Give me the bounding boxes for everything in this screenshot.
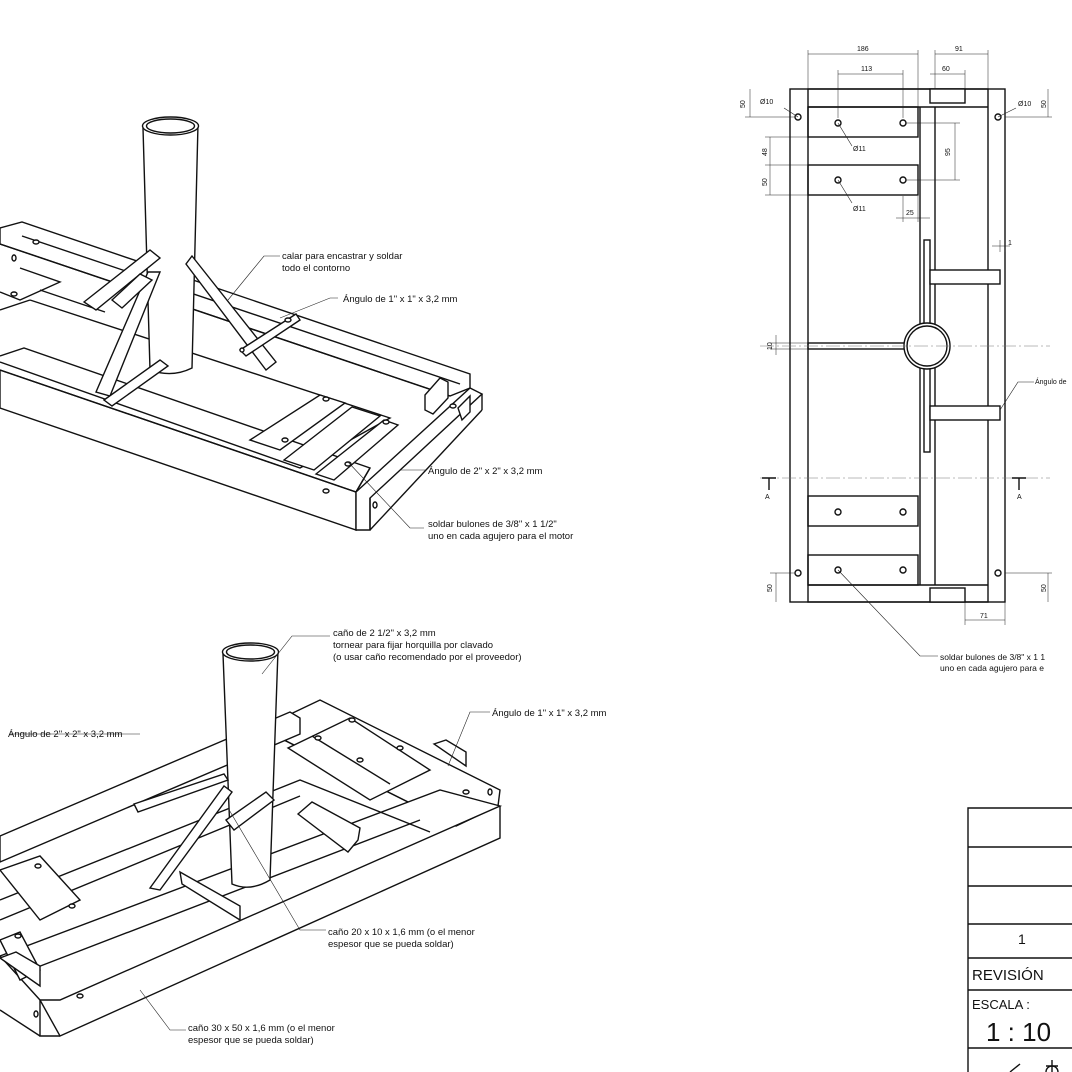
dim-71: 71	[980, 613, 988, 620]
note-cano-main-line1: caño de 2 1/2" x 3,2 mm	[333, 628, 436, 639]
scale-label: ESCALA :	[972, 997, 1030, 1012]
iso-top-labels: calar para encastrar y soldar todo el co…	[282, 251, 573, 542]
plan-view	[745, 50, 1052, 657]
dim-91: 91	[955, 46, 963, 53]
dim-95: 95	[945, 148, 952, 156]
note-cano-30-line1: caño 30 x 50 x 1,6 mm (o el menor	[188, 1023, 335, 1034]
revision-label: REVISIÓN	[972, 967, 1044, 984]
iso-top-view	[0, 116, 484, 531]
hole-dia-11-upper: Ø11	[853, 146, 866, 153]
note-cano-20-line2: espesor que se pueda soldar)	[328, 939, 454, 950]
iso-bottom-labels: caño de 2 1/2" x 3,2 mm tornear para fij…	[8, 628, 607, 1046]
plan-view-labels: 186 113 91 60 50 50 48 50 95 25 10 1 50 …	[740, 46, 1067, 673]
dim-48: 48	[762, 148, 769, 156]
dim-50-top-right: 50	[1041, 100, 1048, 108]
note-bulones-plan-line1: soldar bulones de 3/8" x 1 1	[940, 652, 1045, 662]
dim-10: 10	[767, 342, 774, 350]
note-cano-30-line2: espesor que se pueda soldar)	[188, 1035, 314, 1046]
note-bulones-top-line1: soldar bulones de 3/8" x 1 1/2"	[428, 519, 557, 530]
title-block-text: 1 REVISIÓN ESCALA : 1 : 10	[972, 931, 1051, 1047]
dim-50-top-left: 50	[740, 100, 747, 108]
dim-25: 25	[906, 210, 914, 217]
scale-value: 1 : 10	[986, 1017, 1051, 1047]
note-angulo-2x2-bottom: Ángulo de 2" x 2" x 3,2 mm	[8, 729, 123, 740]
dim-113: 113	[861, 66, 872, 73]
note-angulo-1x1-top: Ángulo de 1" x 1" x 3,2 mm	[343, 294, 458, 305]
note-cano-main-line2: tornear para fijar horquilla por clavado	[333, 640, 493, 651]
note-cano-20-line1: caño 20 x 10 x 1,6 mm (o el menor	[328, 927, 475, 938]
hole-dia-10-right: Ø10	[1018, 101, 1031, 108]
note-bulones-top-line2: uno en cada agujero para el motor	[428, 531, 573, 542]
dim-60: 60	[942, 66, 950, 73]
note-angulo-1x1-bottom: Ángulo de 1" x 1" x 3,2 mm	[492, 708, 607, 719]
dim-186: 186	[857, 46, 869, 53]
dim-50-bottom-left: 50	[767, 584, 774, 592]
note-angulo-plan: Ángulo de	[1035, 377, 1067, 386]
hole-dia-11-lower: Ø11	[853, 206, 866, 213]
note-angulo-2x2-top: Ángulo de 2" x 2" x 3,2 mm	[428, 466, 543, 477]
dim-50-left-2: 50	[762, 178, 769, 186]
hole-dia-10-left: Ø10	[760, 99, 773, 106]
note-calar-line2: todo el contorno	[282, 263, 350, 274]
section-marker-left: A	[765, 494, 770, 501]
dim-50-bottom-right: 50	[1041, 584, 1048, 592]
iso-bottom-view	[0, 635, 503, 1037]
revision-number: 1	[1018, 931, 1026, 947]
note-bulones-plan-line2: uno en cada agujero para e	[940, 663, 1044, 673]
title-block	[967, 807, 1072, 1072]
dim-1: 1	[1008, 240, 1012, 247]
section-marker-right: A	[1017, 494, 1022, 501]
note-cano-main-line3: (o usar caño recomendado por el proveedo…	[333, 652, 522, 663]
note-calar-line1: calar para encastrar y soldar	[282, 251, 402, 262]
